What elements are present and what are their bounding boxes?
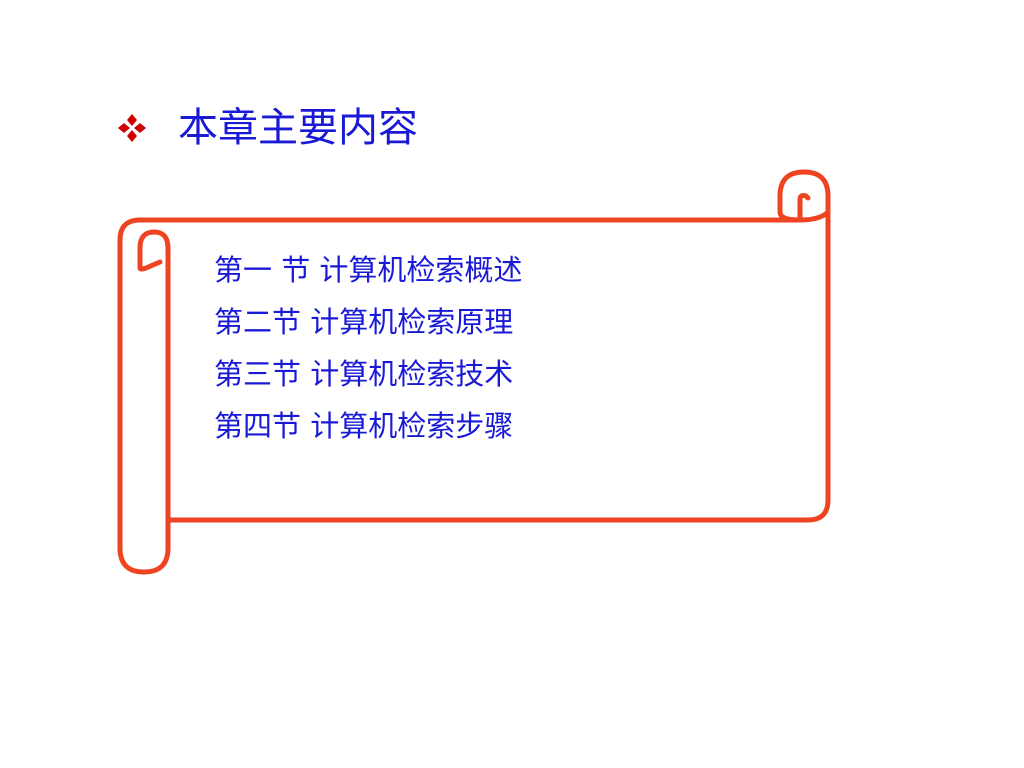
section-item-2: 第二节 计算机检索原理 [214, 305, 514, 339]
four-diamond-bullet-icon [118, 114, 146, 142]
slide-title: 本章主要内容 [178, 105, 418, 151]
section-item-3: 第三节 计算机检索技术 [214, 357, 514, 391]
section-list: 第一 节 计算机检索概述 第二节 计算机检索原理 第三节 计算机检索技术 第四节… [214, 244, 522, 452]
section-item-4: 第四节 计算机检索步骤 [214, 409, 514, 443]
section-item-1: 第一 节 计算机检索概述 [214, 253, 523, 287]
